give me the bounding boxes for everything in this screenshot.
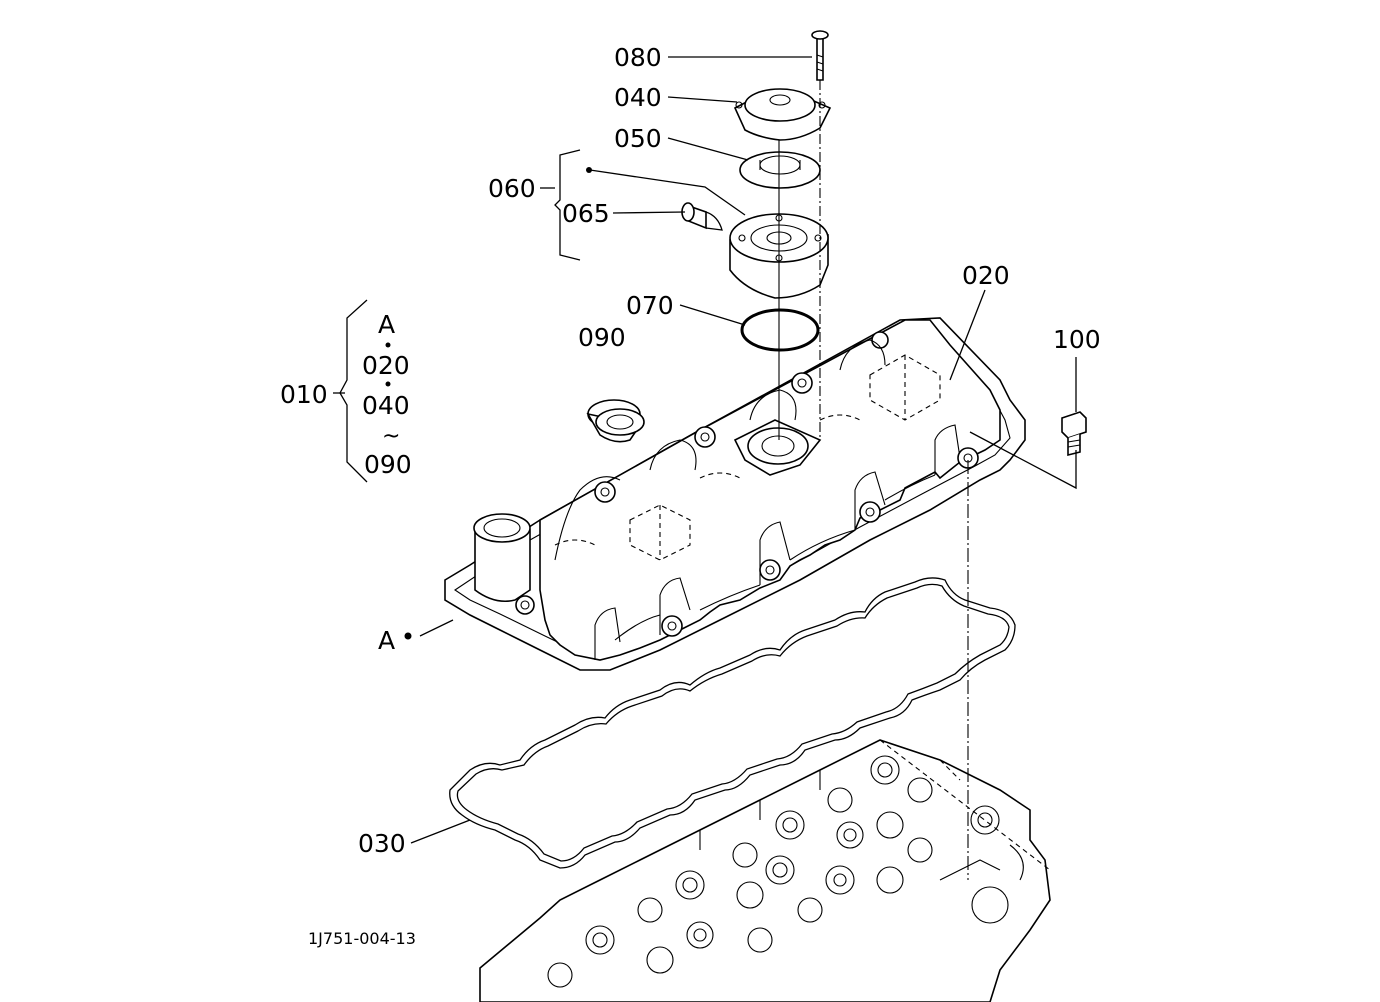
label-a: A [378,626,395,655]
o-ring-070-drawing [740,308,820,352]
gasket-030-drawing [449,577,1016,869]
label-070: 070 [626,291,674,320]
drawing-code: 1J751-004-13 [308,929,416,948]
label-010: 010 [280,380,328,409]
leader-lines: ~ [333,56,1077,880]
bolt-100-drawing [1061,411,1087,457]
label-050: 050 [614,124,662,153]
label-100: 100 [1053,325,1101,354]
label-080: 080 [614,43,662,72]
label-020: 020 [962,261,1010,290]
label-065: 065 [562,199,610,228]
group-010-item-020: 020 [362,351,410,380]
group-010-item-a: A [378,310,395,339]
svg-text:~: ~ [382,424,400,449]
group-010-item-040: 040 [362,391,410,420]
cylinder-head-drawing [479,739,1051,1002]
label-040: 040 [614,83,662,112]
valve-cover-drawing [444,317,1026,671]
oil-seal-090-drawing [586,399,645,443]
breather-assembly-drawing [681,30,832,299]
group-010-item-090: 090 [364,450,412,479]
label-090: 090 [578,323,626,352]
label-030: 030 [358,829,406,858]
label-060: 060 [488,174,536,203]
